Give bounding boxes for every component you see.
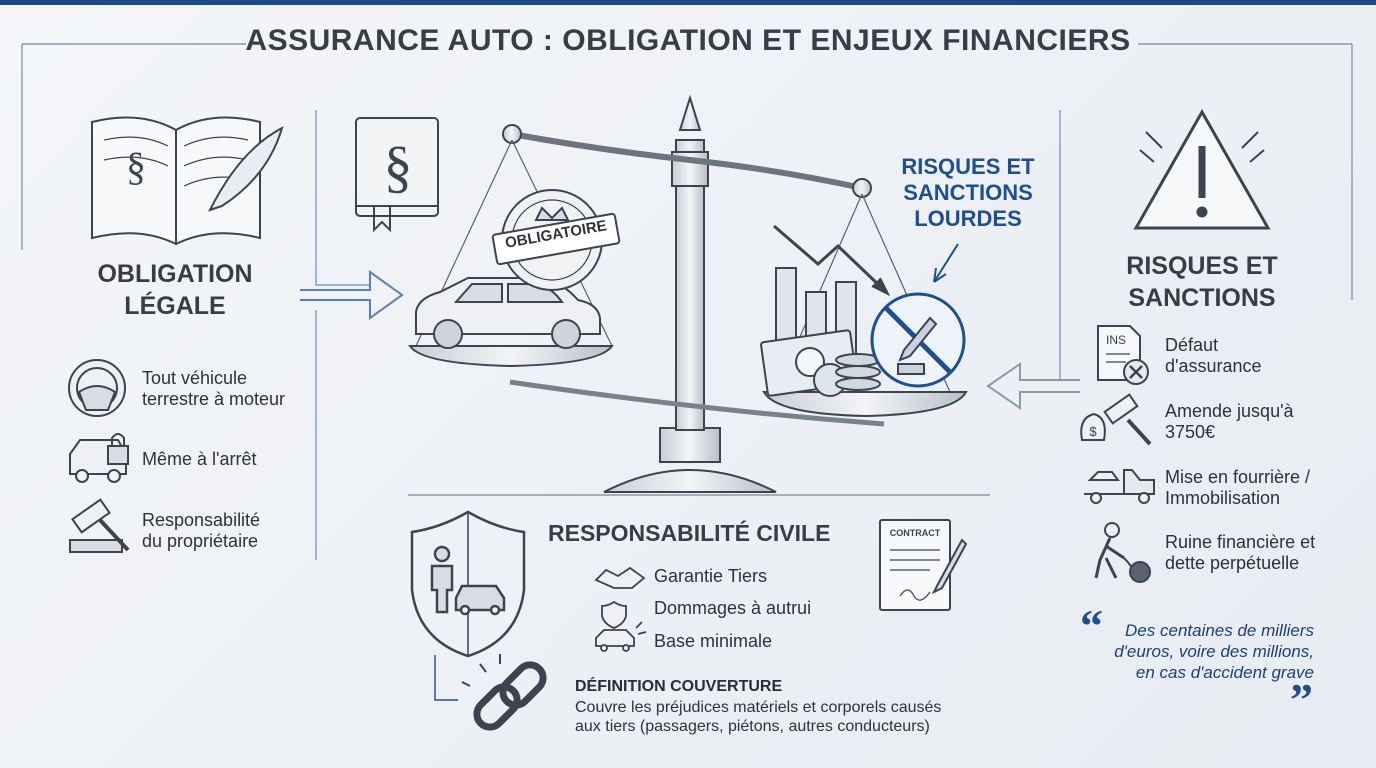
right-item-no-insurance-line1: Défaut: [1165, 335, 1219, 355]
tow-truck-icon: [1084, 469, 1155, 504]
right-heading-line2: SANCTIONS: [1128, 284, 1276, 312]
locked-car-icon: [69, 433, 129, 483]
money-and-no-sign-icon: [760, 224, 966, 397]
left-item-parked: Même à l'arrêt: [142, 449, 312, 470]
definition-line1: Couvre les préjudices matériels et corpo…: [575, 699, 942, 716]
right-quote-line1: Des centaines de milliers: [1125, 621, 1314, 640]
small-shield-icon: [601, 600, 627, 629]
connector-right: [1050, 110, 1061, 381]
bottom-item-damages: Dommages à autrui: [654, 598, 812, 618]
svg-text:$: $: [1089, 424, 1097, 439]
right-item-fine-line1: Amende jusqu'à: [1165, 401, 1294, 421]
left-heading-line2: LÉGALE: [124, 292, 226, 320]
definition-title: DÉFINITION COUVERTURE: [575, 678, 783, 695]
arrow-left-icon: [986, 362, 1080, 410]
law-book-icon: §: [91, 116, 284, 246]
close-quote-mark: ”: [1290, 674, 1313, 725]
right-item-ruin-line1: Ruine financière et: [1165, 532, 1316, 552]
svg-text:§: §: [384, 134, 413, 199]
car-icon: [415, 277, 601, 349]
right-quote-line2: d'euros, voire des millions,: [1114, 642, 1314, 661]
top-accent-bar: [0, 0, 1376, 5]
bottom-item-minimum: Base minimale: [654, 631, 773, 651]
left-item-parked-line1: Même à l'arrêt: [142, 449, 257, 469]
uninsured-document-icon: INS: [1097, 325, 1149, 385]
svg-text:INS: INS: [1106, 333, 1126, 347]
chain-link-icon: [461, 654, 547, 731]
definition-text: Couvre les préjudices matériels et corpo…: [575, 698, 995, 736]
left-item-owner-line2: du propriétaire: [142, 531, 259, 551]
right-item-no-insurance-line2: d'assurance: [1165, 356, 1262, 376]
right-item-fine-line2: 3750€: [1165, 422, 1216, 442]
fine-gavel-icon: $: [1080, 393, 1152, 446]
connector-left-top: [315, 110, 370, 286]
right-item-fine: Amende jusqu'à 3750€: [1165, 401, 1355, 443]
shield-icon: [410, 510, 526, 658]
left-item-vehicle-line1: Tout véhicule: [142, 368, 248, 388]
bottom-heading: RESPONSABILITÉ CIVILE: [548, 520, 831, 546]
left-heading: OBLIGATION LÉGALE: [70, 258, 280, 322]
right-item-impound: Mise en fourrière / Immobilisation: [1165, 467, 1355, 509]
center-risk-line2: SANCTIONS: [903, 180, 1033, 205]
contract-label: CONTRACT: [889, 528, 941, 538]
closed-law-book-icon: §: [355, 117, 439, 233]
right-item-impound-line1: Mise en fourrière /: [1165, 467, 1311, 487]
right-heading: RISQUES ET SANCTIONS: [1100, 250, 1304, 314]
left-heading-line1: OBLIGATION: [97, 260, 253, 288]
crash-car-icon: [595, 621, 647, 652]
page-title: ASSURANCE AUTO : OBLIGATION ET ENJEUX FI…: [245, 24, 1131, 57]
bottom-item-third-party: Garantie Tiers: [654, 566, 768, 586]
scale-icon: [408, 94, 968, 493]
arrow-right-icon: [300, 270, 404, 320]
center-risk-label: RISQUES ET SANCTIONS LOURDES: [886, 154, 1050, 232]
ball-and-chain-icon: [1094, 522, 1151, 583]
pointer-arrow-icon: [933, 243, 959, 283]
center-risk-line3: LOURDES: [914, 206, 1022, 231]
svg-text:§: §: [126, 144, 146, 189]
right-heading-line1: RISQUES ET: [1126, 252, 1278, 280]
open-quote-mark: “: [1080, 600, 1103, 651]
contract-icon: [879, 519, 968, 611]
left-item-owner-line1: Responsabilité: [142, 510, 261, 530]
left-item-vehicle: Tout véhicule terrestre à moteur: [142, 368, 312, 410]
right-quote-line3: en cas d'accident grave: [1135, 663, 1314, 682]
handshake-icon: [594, 566, 646, 589]
right-quote: Des centaines de milliers d'euros, voire…: [1080, 620, 1314, 683]
center-risk-line1: RISQUES ET: [901, 154, 1035, 179]
warning-icon: [1133, 108, 1271, 230]
gavel-icon: [69, 498, 130, 553]
obligatory-seal-icon: [491, 189, 621, 291]
right-item-ruin-line2: dette perpétuelle: [1165, 553, 1300, 573]
right-item-impound-line2: Immobilisation: [1165, 488, 1281, 508]
steering-wheel-icon: [68, 359, 126, 417]
right-item-no-insurance: Défaut d'assurance: [1165, 335, 1355, 377]
definition-arrow: [434, 655, 458, 701]
left-item-owner: Responsabilité du propriétaire: [142, 510, 312, 552]
definition-line2: aux tiers (passagers, piétons, autres co…: [575, 718, 930, 735]
left-item-vehicle-line2: terrestre à moteur: [142, 389, 286, 409]
right-item-ruin: Ruine financière et dette perpétuelle: [1165, 532, 1355, 574]
